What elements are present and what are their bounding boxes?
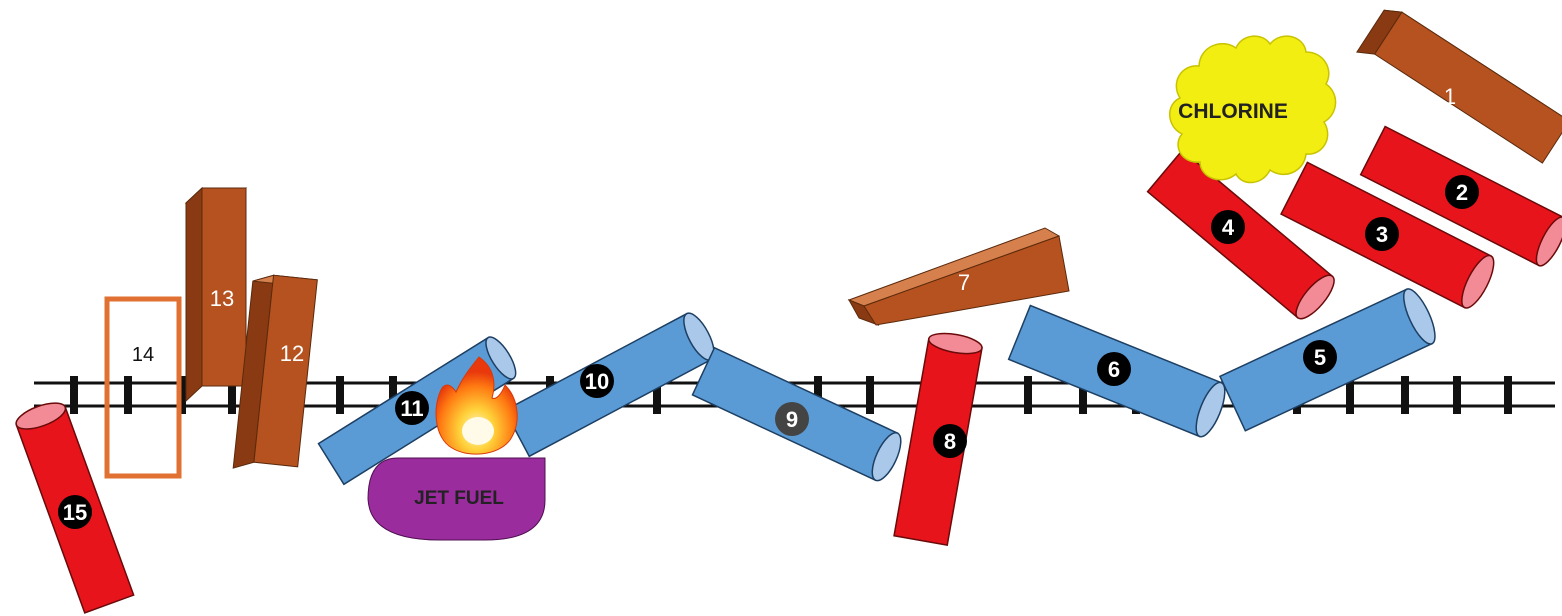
railcar-9-label: 9 bbox=[786, 407, 798, 432]
railcar-8-badge: 8 bbox=[933, 424, 967, 458]
railcar-4-label: 4 bbox=[1222, 215, 1235, 240]
chlorine-cloud: CHLORINE bbox=[1169, 35, 1337, 184]
railcar-6-badge: 6 bbox=[1097, 352, 1131, 386]
track-tie bbox=[70, 376, 78, 414]
railcar-1-label: 1 bbox=[1444, 84, 1456, 109]
fuel-spill-icon bbox=[367, 457, 546, 541]
chlorine-label: CHLORINE bbox=[1178, 100, 1288, 123]
fire-icon bbox=[435, 356, 518, 455]
number-badge bbox=[1097, 352, 1131, 386]
tank-end bbox=[1403, 288, 1436, 345]
railcar-5-badge: 5 bbox=[1303, 340, 1337, 374]
tank-end bbox=[927, 332, 983, 355]
number-badge bbox=[1365, 217, 1399, 251]
railcar-14: 14 bbox=[104, 296, 182, 479]
boxcar-front bbox=[201, 187, 247, 387]
tank-end bbox=[1535, 216, 1562, 267]
railcar-6-label: 6 bbox=[1108, 357, 1120, 382]
railcar-7: 7 bbox=[847, 227, 1070, 327]
railcar-11-label: 11 bbox=[400, 396, 423, 421]
railcar-14-label: 14 bbox=[132, 344, 154, 366]
track-tie bbox=[866, 376, 874, 414]
railcar-12 bbox=[232, 274, 318, 469]
track-tie bbox=[1024, 376, 1032, 414]
number-badge bbox=[1445, 175, 1479, 209]
jet-fuel-spill: JET FUEL bbox=[367, 457, 546, 541]
railcar-15-label: 15 bbox=[63, 500, 87, 525]
number-badge bbox=[580, 364, 614, 398]
number-badge bbox=[775, 402, 809, 436]
number-badge bbox=[1211, 210, 1245, 244]
railcar-5-label: 5 bbox=[1314, 345, 1326, 370]
track-tie bbox=[124, 376, 132, 414]
railcar-7-label: 7 bbox=[958, 270, 970, 295]
railcar-13-label: 13 bbox=[210, 286, 234, 311]
track-tie bbox=[814, 376, 822, 414]
tank-end bbox=[485, 336, 517, 380]
railcar-3-badge: 3 bbox=[1365, 217, 1399, 251]
track-tie bbox=[228, 376, 236, 414]
boxcar-front bbox=[863, 235, 1070, 326]
boxcar-front bbox=[1373, 11, 1562, 164]
railcar-12-label: 12 bbox=[280, 341, 304, 366]
tank-end bbox=[871, 431, 902, 482]
tank-end bbox=[1195, 381, 1226, 438]
track-tie bbox=[1453, 376, 1461, 414]
track-tie bbox=[336, 376, 344, 414]
track-tie bbox=[389, 376, 397, 414]
railcar-3-label: 3 bbox=[1376, 222, 1388, 247]
railcar-13: 13 bbox=[184, 186, 248, 403]
railcar-10-badge: 10 bbox=[580, 364, 614, 398]
fire bbox=[435, 356, 518, 455]
jet-fuel-label: JET FUEL bbox=[414, 488, 504, 509]
number-badge bbox=[58, 495, 92, 529]
boxcar-side bbox=[185, 186, 203, 403]
track-tie bbox=[1401, 376, 1409, 414]
track-tie bbox=[1504, 376, 1512, 414]
gas-cloud-icon bbox=[1169, 35, 1337, 184]
track-tie bbox=[1346, 376, 1354, 414]
track-tie bbox=[1079, 376, 1087, 414]
number-badge bbox=[395, 391, 429, 425]
tank-end bbox=[1461, 254, 1495, 309]
railcar-8-label: 8 bbox=[944, 429, 956, 454]
boxcar-front bbox=[253, 274, 318, 468]
railcar-9-badge: 9 bbox=[775, 402, 809, 436]
number-badge bbox=[933, 424, 967, 458]
track-tie bbox=[178, 376, 186, 414]
railcar-2-badge: 2 bbox=[1445, 175, 1479, 209]
railcar-4-badge: 4 bbox=[1211, 210, 1245, 244]
tank-end bbox=[15, 402, 67, 430]
railcar-10-label: 10 bbox=[585, 369, 609, 394]
tank-end bbox=[1295, 274, 1335, 320]
number-badge bbox=[1303, 340, 1337, 374]
fire-core bbox=[462, 417, 494, 445]
railcar-15-badge: 15 bbox=[58, 495, 92, 529]
railcar-2-label: 2 bbox=[1456, 180, 1468, 205]
railcar-1 bbox=[1356, 9, 1562, 164]
railcar-11-badge: 11 bbox=[395, 391, 429, 425]
outline-car bbox=[104, 296, 182, 479]
track-tie bbox=[653, 376, 661, 414]
